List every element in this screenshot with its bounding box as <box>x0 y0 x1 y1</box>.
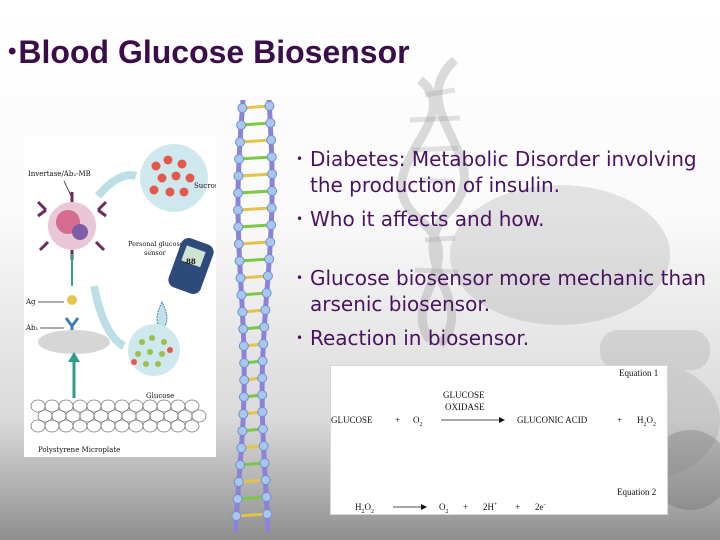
bullet-text: Who it affects and how. <box>310 207 545 231</box>
eq1-plus-1: + <box>395 415 400 425</box>
microplate-icon <box>30 399 207 433</box>
label-microplate: Polystyrene Microplate <box>38 446 120 454</box>
catalyst-line-2: OXIDASE <box>445 402 485 412</box>
eq1-o2: O2 <box>413 415 423 428</box>
equation-1-label: Equation 1 <box>619 368 658 378</box>
bullet-text: Reaction in biosensor. <box>310 326 530 350</box>
equation-2-label: Equation 2 <box>617 487 656 497</box>
glucose-meter-icon <box>168 238 214 294</box>
bullet-item: •Reaction in biosensor. <box>296 326 530 350</box>
bullet-item: •Who it affects and how. <box>296 207 545 231</box>
bullet-text: Glucose biosensor more mechanic than ars… <box>310 266 707 316</box>
bullet-item: •Glucose biosensor more mechanic than ar… <box>296 266 707 316</box>
eq2-h2o2: H2O2 <box>355 502 374 514</box>
eq1-gluconic-acid: GLUCONIC ACID <box>517 415 588 425</box>
label-sucrose: Sucrose <box>194 182 216 190</box>
label-meter-2: sensor <box>144 249 167 257</box>
sucrose-bubble-icon <box>140 144 208 212</box>
slide-title: •Blood Glucose Biosensor <box>8 34 410 71</box>
eq2-o2: O2 <box>439 502 449 514</box>
eq2-plus-1: + <box>463 502 468 512</box>
bullet-item: •Diabetes: Metabolic Disorder involving … <box>296 147 697 197</box>
equations-panel: Equation 1 GLUCOSE OXIDASE GLUCOSE + O2 … <box>330 365 668 515</box>
label-glucose: Glucose <box>146 392 174 400</box>
label-meter-1: Personal glucose <box>128 240 184 248</box>
bullet-list: •Diabetes: Metabolic Disorder involving … <box>296 146 720 359</box>
eq1-glucose: GLUCOSE <box>331 415 373 425</box>
glucose-bubble-icon <box>128 324 180 376</box>
bullet-text: Diabetes: Metabolic Disorder involving t… <box>310 147 697 197</box>
eq2-2h-plus: 2H+ <box>483 502 498 512</box>
title-bullet: • <box>8 38 17 65</box>
catalyst-line-1: GLUCOSE <box>443 390 485 400</box>
slide-title-text: Blood Glucose Biosensor <box>18 34 410 70</box>
eq2-plus-2: + <box>515 502 520 512</box>
meter-display: 88 <box>186 257 196 266</box>
label-ab1: Ab₁ <box>25 324 39 332</box>
label-invertase: Invertase/Ab₂-MB <box>28 170 91 178</box>
label-ag: Ag <box>25 298 36 306</box>
eq1-plus-2: + <box>617 415 622 425</box>
magnetic-bead-icon <box>36 192 108 260</box>
eq1-h2o2: H2O2 <box>637 415 656 428</box>
eq2-2e-minus: 2e- <box>535 502 546 512</box>
biosensor-diagram: Invertase/Ab₂-MB Sucrose <box>24 136 216 457</box>
